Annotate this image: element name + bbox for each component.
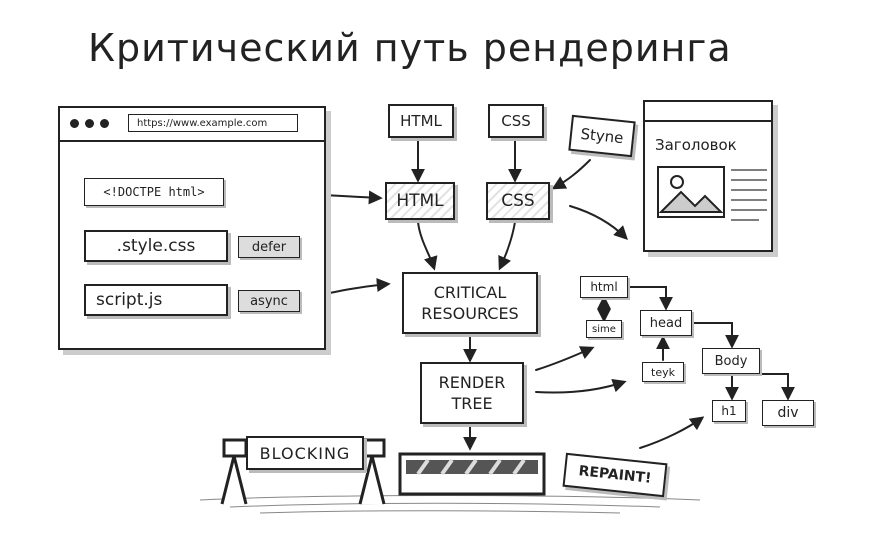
dom-node-div: div <box>762 400 814 426</box>
html-source-doc: HTML <box>388 104 454 138</box>
css-parsed-box: CSS <box>486 182 550 220</box>
barricade-legs-icon <box>220 438 386 505</box>
tree-edge-html-head <box>629 286 673 311</box>
render-line2: TREE <box>451 394 493 413</box>
tree-edge-head-body <box>689 322 739 349</box>
tree-edge-body-div <box>759 373 795 401</box>
arrow-css-to-critical <box>498 221 516 271</box>
barrier-block-icon <box>398 452 546 496</box>
arrow-css-to-page <box>569 205 628 240</box>
defer-tag: defer <box>238 236 300 258</box>
style-css-item: .style.css <box>84 230 228 262</box>
html-parsed-box: HTML <box>385 182 455 220</box>
css-source-doc: CSS <box>488 104 544 138</box>
arrow-html-to-critical <box>417 221 438 271</box>
blocking-sign: BLOCKING <box>246 436 364 470</box>
critical-resources-box: CRITICAL RESOURCES <box>402 272 538 334</box>
dom-node-h1: h1 <box>712 400 746 422</box>
critical-line2: RESOURCES <box>421 304 519 323</box>
dom-node-body: Body <box>702 348 760 374</box>
page-title: Критический путь рендеринга <box>88 26 732 70</box>
render-line1: RENDER <box>438 373 506 392</box>
dom-node-head: head <box>640 310 692 336</box>
script-js-item: script.js <box>84 284 228 316</box>
arrow-render-to-dom-2 <box>535 378 627 394</box>
arrow-render-to-dom-1 <box>535 346 595 371</box>
window-dot-icon <box>85 119 94 128</box>
dom-node-teyk: teyk <box>642 362 684 382</box>
dom-node-html: html <box>580 276 628 298</box>
image-icon <box>657 166 725 218</box>
address-bar[interactable]: https://www.example.com <box>128 114 298 132</box>
preview-titlebar <box>645 102 771 122</box>
async-tag: async <box>238 290 300 312</box>
doctype-item: <!DOCTPE html> <box>84 178 224 206</box>
browser-titlebar: https://www.example.com <box>60 108 324 142</box>
critical-line1: CRITICAL <box>433 283 507 302</box>
window-dot-icon <box>100 119 109 128</box>
text-lines-icon <box>731 169 767 221</box>
styne-source-doc: Styne <box>568 114 636 158</box>
arrow-repaint-to-tree <box>639 416 705 449</box>
arrow-styne-to-css <box>551 159 591 190</box>
render-tree-box: RENDER TREE <box>420 362 524 424</box>
preview-heading: Заголовок <box>655 136 737 154</box>
dom-node-sime: sime <box>586 320 622 338</box>
ground-shading <box>199 495 701 514</box>
window-dot-icon <box>70 119 79 128</box>
page-preview-window: Заголовок <box>643 100 773 252</box>
